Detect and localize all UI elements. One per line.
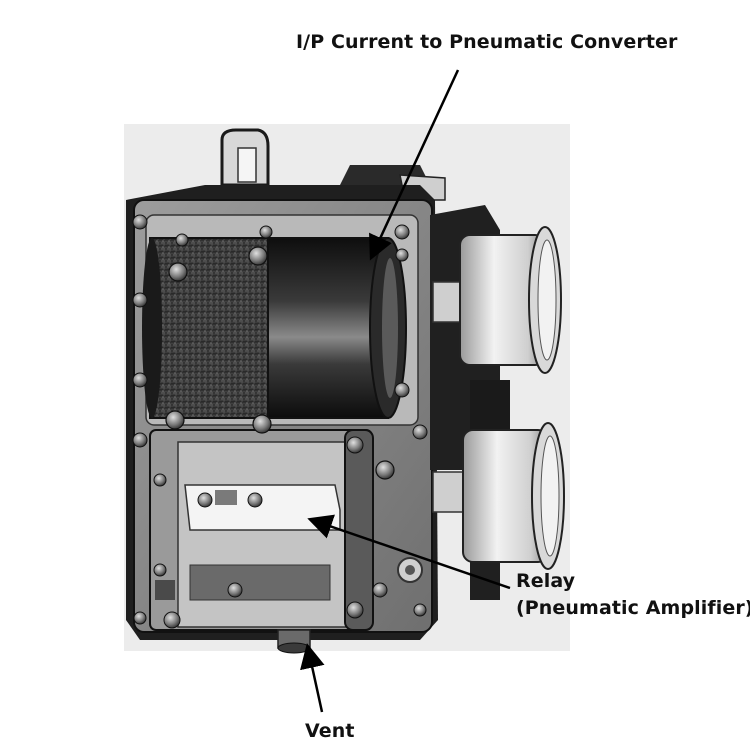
bolt (132, 214, 148, 230)
bolt (153, 473, 167, 487)
bolt (197, 492, 213, 508)
bolt (163, 611, 181, 629)
bolt (132, 372, 148, 388)
lower-pressure-gauge (432, 422, 565, 570)
relay-label: Relay (516, 570, 576, 592)
bolt (375, 460, 395, 480)
bolt (252, 414, 272, 434)
relay-block (149, 429, 374, 631)
bolts (132, 214, 428, 629)
vent-label: Vent (305, 720, 355, 742)
bolt (346, 436, 364, 454)
bolt (168, 262, 188, 282)
side-fitting (397, 557, 423, 583)
relay-sublabel: (Pneumatic Amplifier) (516, 597, 750, 619)
bolt (248, 246, 268, 266)
bolt (132, 292, 148, 308)
bolt (132, 432, 148, 448)
ip-converter-arrow (369, 69, 460, 261)
bolt (247, 492, 263, 508)
bolt (227, 582, 243, 598)
ip-converter-label: I/P Current to Pneumatic Converter (296, 31, 678, 53)
bolt (372, 582, 388, 598)
bolt (165, 410, 185, 430)
bolt (133, 611, 147, 625)
upper-pressure-gauge (432, 226, 562, 374)
bolt (175, 233, 189, 247)
relay-arrow (307, 514, 511, 590)
bolt (395, 248, 409, 262)
bolt (394, 382, 410, 398)
bolt (346, 601, 364, 619)
bolt (412, 424, 428, 440)
vent-arrow (300, 643, 325, 713)
bolt (259, 225, 273, 239)
bolt (413, 603, 427, 617)
vent-port (277, 629, 311, 654)
bolt (394, 224, 410, 240)
bolt (153, 563, 167, 577)
